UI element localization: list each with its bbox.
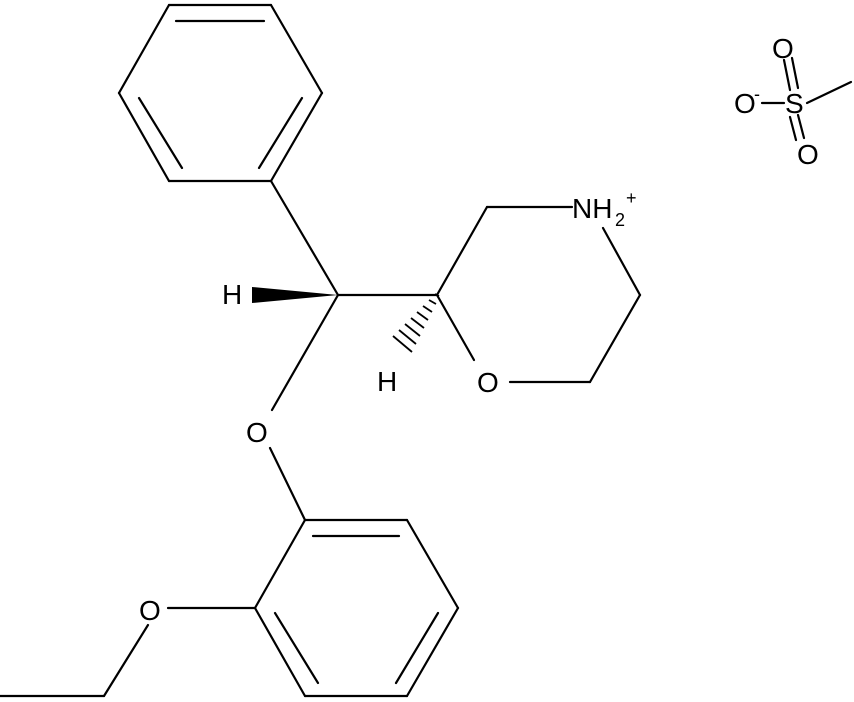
ethoxyphenyl-ring (253, 518, 460, 698)
bond (269, 3, 324, 95)
ring-nitrogen-label: NH (572, 193, 612, 224)
mesylate-anion (760, 56, 853, 142)
bond (257, 96, 304, 170)
bond (270, 293, 340, 412)
bond (394, 611, 440, 685)
sulfonate-oxygen-top-label: O (772, 33, 794, 64)
wedge-bond (252, 287, 338, 303)
bond (253, 518, 307, 610)
bond (253, 606, 307, 698)
sulfonate-oxygen-charge: - (754, 84, 760, 104)
stereo-h-left-label: H (222, 279, 242, 310)
bond (796, 113, 806, 140)
bond (273, 611, 320, 685)
ring-oxygen-label: O (477, 367, 499, 398)
bond (269, 91, 324, 183)
stereo-h-ring-label: H (377, 366, 397, 397)
bond (117, 3, 171, 95)
sulfur-label: S (785, 88, 804, 119)
bond (588, 293, 642, 384)
bond (102, 623, 150, 698)
ring-nitrogen-charge: + (626, 188, 637, 208)
sulfonate-oxygen-bottom-label: O (797, 139, 819, 170)
bond (269, 179, 340, 297)
bond (790, 56, 800, 90)
bond (601, 226, 642, 297)
bond (405, 606, 460, 698)
bond (137, 96, 184, 170)
ethoxy-oxygen-label: O (139, 595, 161, 626)
phenyl-ring (117, 3, 324, 183)
bond (788, 115, 798, 142)
bond (405, 518, 460, 610)
sulfonate-oxygen-anion-label: O (734, 88, 756, 119)
ring-nitrogen-subscript: 2 (615, 210, 625, 230)
bond (117, 91, 171, 183)
bond (268, 446, 307, 522)
ether-oxygen-label: O (246, 417, 268, 448)
bond (782, 58, 792, 92)
hashed-bond (392, 293, 440, 353)
morpholine-ring (435, 205, 642, 384)
bond (805, 80, 853, 105)
bond (435, 293, 476, 362)
bond (435, 205, 489, 297)
